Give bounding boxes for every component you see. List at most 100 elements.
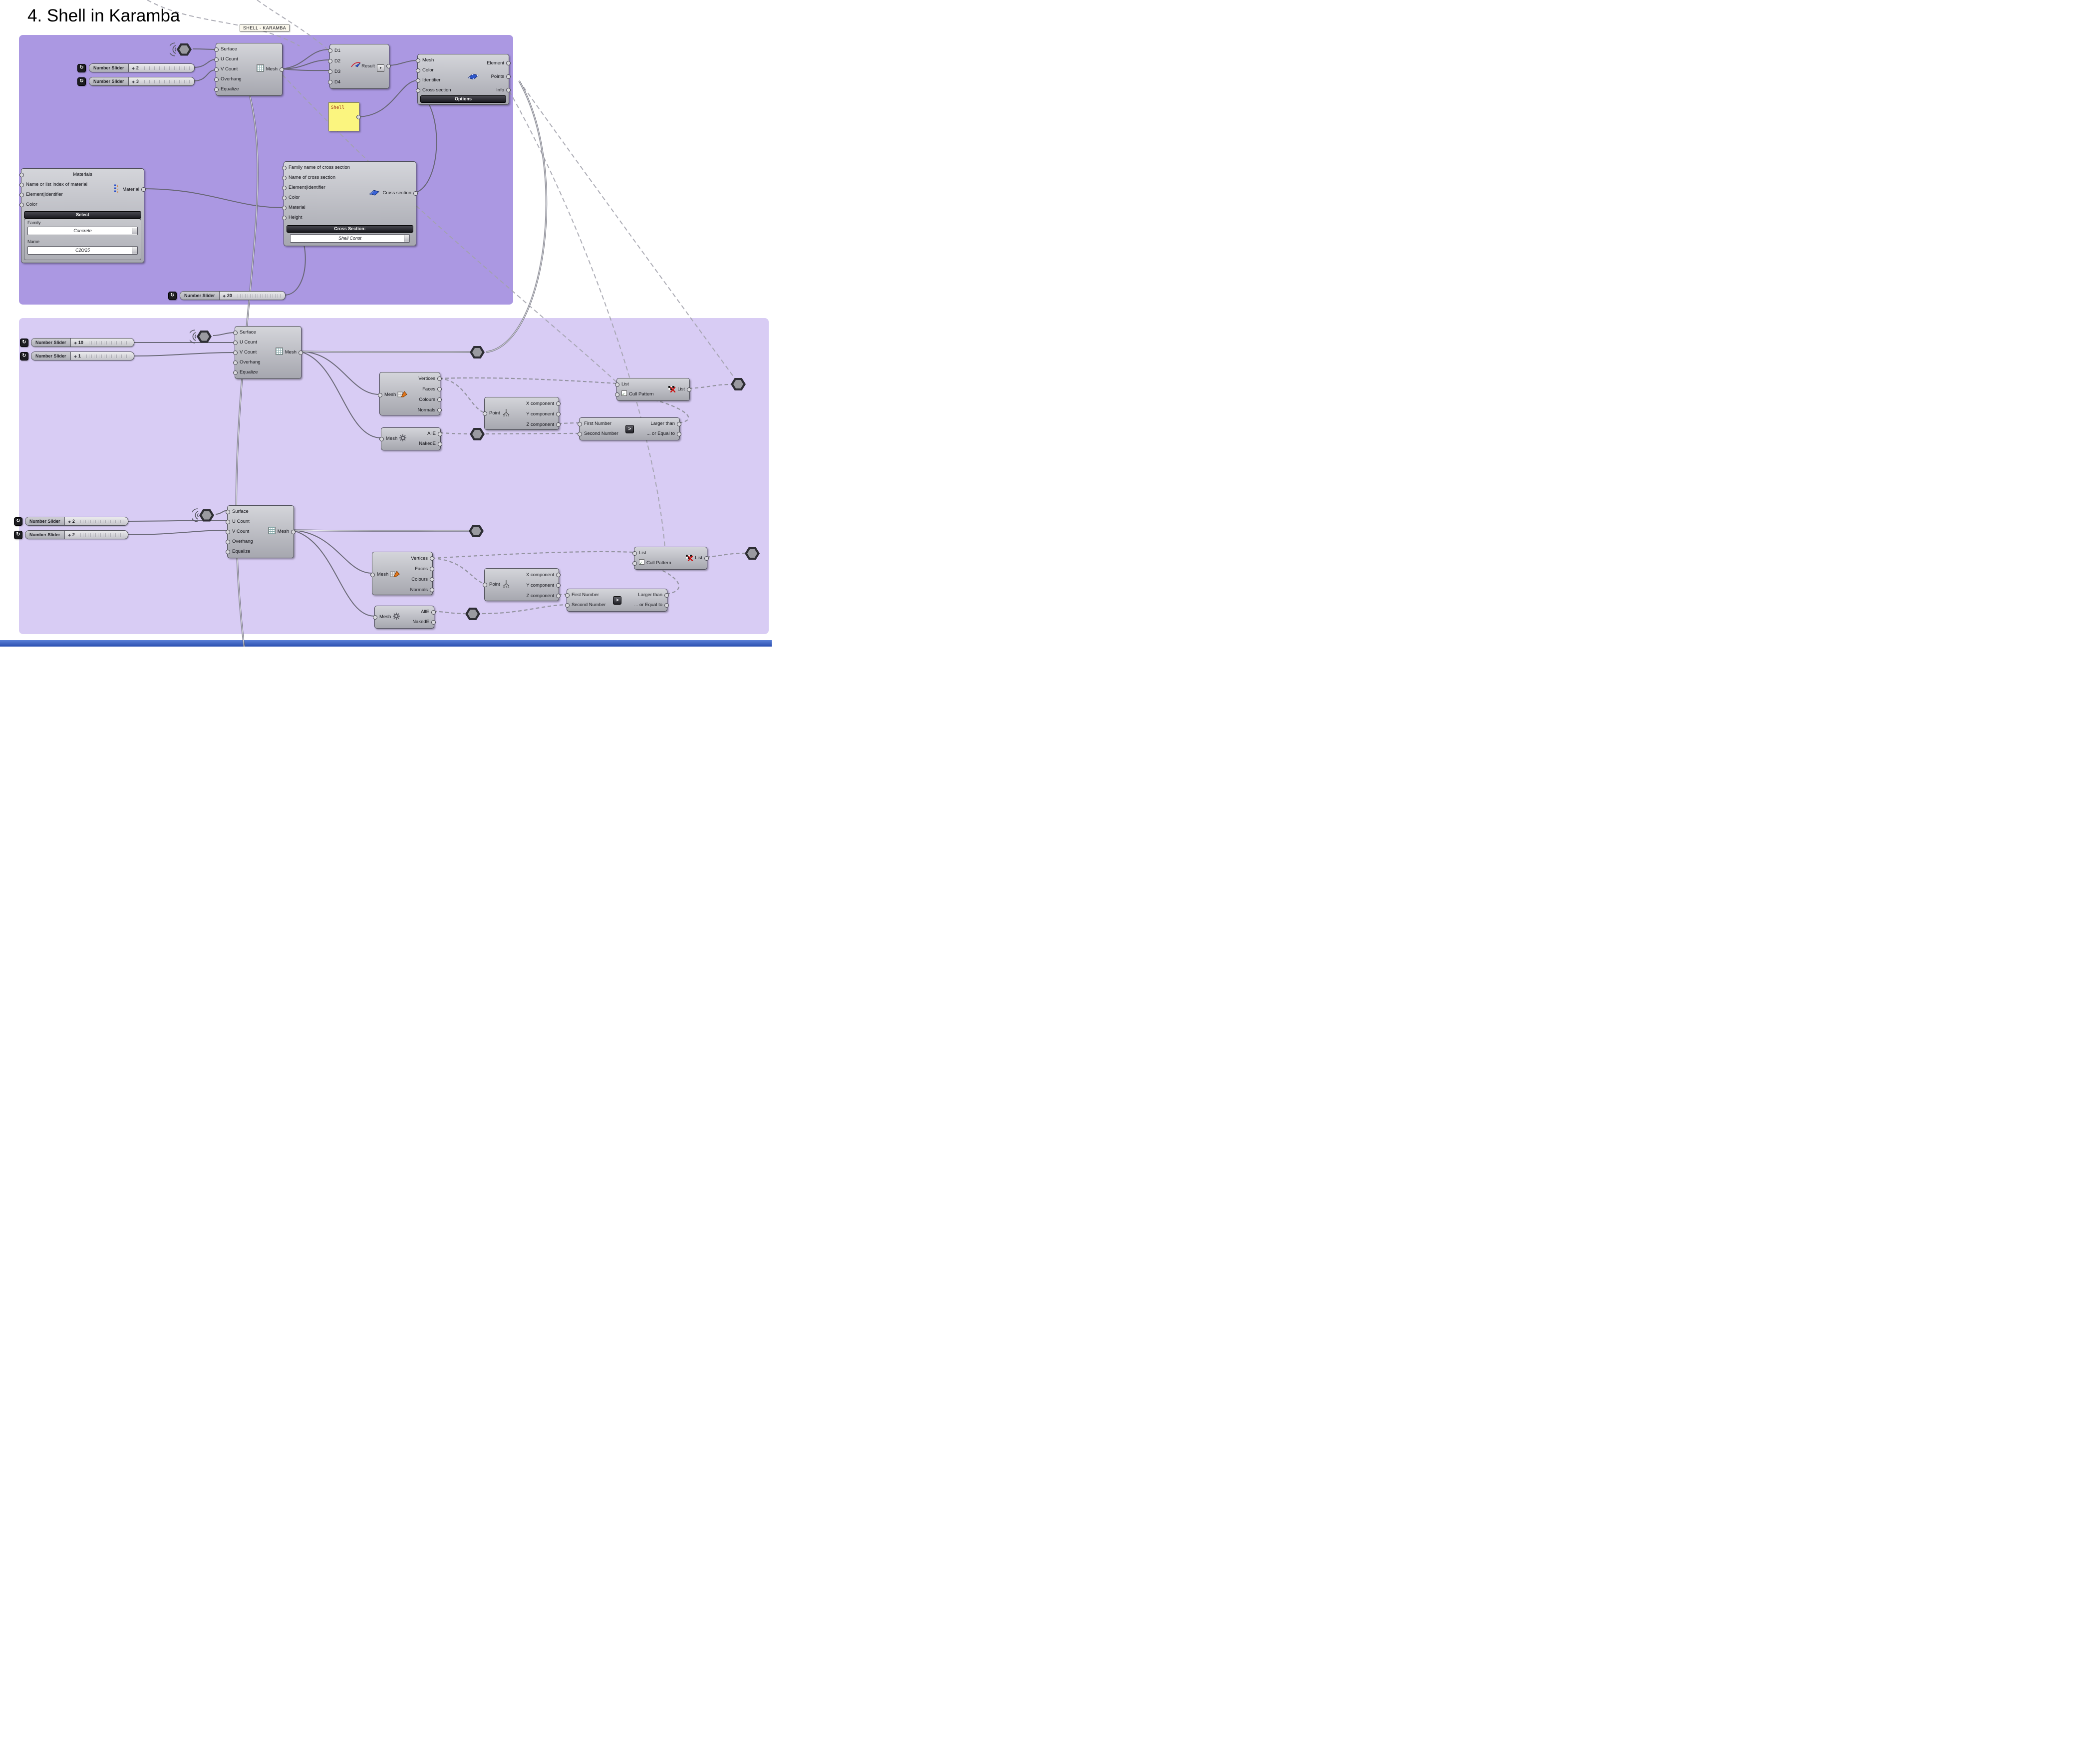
output-x-component[interactable]: X component bbox=[522, 398, 561, 409]
number-slider-ucount-top[interactable]: Number Slider 2 bbox=[89, 63, 195, 72]
input-element-identifier[interactable]: Element|Identifier bbox=[282, 183, 354, 193]
slider-remote-icon[interactable] bbox=[14, 531, 22, 539]
slider-remote-icon[interactable] bbox=[77, 77, 86, 86]
input-identifier[interactable]: Identifier bbox=[416, 75, 456, 85]
input-overhang[interactable]: Overhang bbox=[226, 537, 258, 547]
input-materials[interactable]: Materials bbox=[19, 170, 144, 180]
mesh-surface-component-top[interactable]: Surface U Count V Count Overhang Equaliz… bbox=[214, 43, 285, 96]
input-name-or-index[interactable]: Name or list index of material bbox=[19, 180, 144, 190]
output-all-edges[interactable]: AllE bbox=[416, 607, 436, 617]
slider-track[interactable]: 20 bbox=[220, 292, 285, 300]
input-material[interactable]: Material bbox=[282, 203, 354, 213]
input-element-identifier[interactable]: Element|Identifier bbox=[19, 190, 144, 200]
input-u-count[interactable]: U Count bbox=[233, 338, 265, 348]
input-first-number[interactable]: First Number bbox=[565, 590, 610, 600]
input-d3[interactable]: D3 bbox=[327, 66, 345, 77]
mesh-edges-component-a[interactable]: AllE NakedE Mesh bbox=[379, 427, 442, 450]
output-x-component[interactable]: X component bbox=[522, 570, 561, 580]
output-y-component[interactable]: Y component bbox=[522, 580, 561, 591]
slider-remote-icon[interactable] bbox=[14, 517, 22, 526]
larger-than-component-a[interactable]: First Number Second Number Larger than .… bbox=[578, 417, 681, 440]
output-normals[interactable]: Normals bbox=[413, 405, 442, 415]
output-z-component[interactable]: Z component bbox=[522, 419, 561, 430]
input-d1[interactable]: D1 bbox=[327, 45, 345, 56]
input-name[interactable]: Name of cross section bbox=[282, 173, 354, 183]
slider-remote-icon[interactable] bbox=[168, 292, 177, 300]
options-button[interactable]: Options bbox=[420, 95, 506, 103]
mesh-surface-component-mid[interactable]: Surface U Count V Count Overhang Equaliz… bbox=[233, 326, 303, 379]
output-cross-section[interactable]: Cross section bbox=[363, 188, 418, 198]
input-cull-pattern[interactable]: Cull Pattern bbox=[632, 558, 676, 568]
output-colours[interactable]: Colours bbox=[414, 394, 442, 405]
slider-remote-icon[interactable] bbox=[77, 64, 86, 72]
cross-section-field[interactable]: Shell Const bbox=[290, 234, 410, 243]
input-second-number[interactable]: Second Number bbox=[578, 429, 623, 439]
slider-knob[interactable] bbox=[223, 293, 226, 298]
cross-section-component[interactable]: Family name of cross section Name of cro… bbox=[282, 161, 418, 246]
number-slider-ucount-mid[interactable]: Number Slider 10 bbox=[31, 338, 134, 347]
family-field[interactable]: Concrete bbox=[27, 227, 138, 235]
input-equalize[interactable]: Equalize bbox=[233, 367, 265, 377]
input-mesh[interactable]: Mesh bbox=[370, 570, 406, 580]
slider-track[interactable]: 10 bbox=[71, 339, 134, 347]
output-naked-edges[interactable]: NakedE bbox=[408, 617, 436, 627]
input-d2[interactable]: D2 bbox=[327, 56, 345, 66]
output-mesh[interactable]: Mesh bbox=[252, 64, 285, 74]
output-points[interactable]: Points bbox=[487, 70, 511, 83]
input-cross-section[interactable]: Cross section bbox=[416, 85, 456, 95]
select-button[interactable]: Select bbox=[24, 211, 141, 219]
output-element[interactable]: Element bbox=[482, 56, 511, 70]
deconstruct-mesh-component-b[interactable]: Vertices Faces Colours Normals Mesh bbox=[370, 552, 435, 595]
output-mesh[interactable]: Mesh bbox=[271, 348, 303, 357]
geometry-param-b1[interactable] bbox=[469, 525, 484, 537]
output-vertices[interactable]: Vertices bbox=[406, 553, 434, 564]
output-naked-edges[interactable]: NakedE bbox=[414, 439, 442, 449]
output-or-equal-to[interactable]: ... or Equal to bbox=[629, 600, 669, 610]
geometry-param-bot[interactable] bbox=[192, 508, 214, 522]
input-surface[interactable]: Surface bbox=[233, 328, 265, 338]
input-family-name[interactable]: Family name of cross section bbox=[282, 163, 354, 173]
cull-pattern-component-a[interactable]: List Cull Pattern List bbox=[615, 378, 691, 401]
input-color[interactable]: Color bbox=[19, 200, 144, 210]
input-overhang[interactable]: Overhang bbox=[214, 74, 246, 84]
number-slider-vcount-top[interactable]: Number Slider 3 bbox=[89, 77, 195, 86]
slider-knob[interactable] bbox=[74, 340, 77, 345]
input-mesh[interactable]: Mesh bbox=[416, 55, 456, 65]
output-y-component[interactable]: Y component bbox=[522, 409, 561, 419]
mesh-surface-component-bot[interactable]: Surface U Count V Count Overhang Equaliz… bbox=[226, 505, 296, 558]
text-panel-shell[interactable]: Shell bbox=[328, 102, 361, 131]
input-height[interactable]: Height bbox=[282, 213, 354, 223]
slider-track[interactable]: 3 bbox=[129, 77, 194, 85]
slider-knob[interactable] bbox=[68, 532, 71, 537]
merge-component[interactable]: D1 D2 D3 D4 Result bbox=[327, 44, 391, 89]
input-d4[interactable]: D4 bbox=[327, 77, 345, 87]
number-slider-height[interactable]: Number Slider 20 bbox=[180, 291, 286, 300]
deconstruct-point-component-b[interactable]: X component Y component Z component Poin… bbox=[483, 568, 561, 601]
geometry-param-a1[interactable] bbox=[470, 346, 485, 358]
slider-remote-icon[interactable] bbox=[20, 339, 28, 347]
geometry-param-b2[interactable] bbox=[465, 608, 480, 620]
input-u-count[interactable]: U Count bbox=[226, 517, 258, 527]
slider-remote-icon[interactable] bbox=[20, 352, 28, 360]
input-list[interactable]: List bbox=[615, 379, 658, 389]
output-faces[interactable]: Faces bbox=[418, 384, 442, 394]
output-mesh[interactable]: Mesh bbox=[264, 527, 296, 537]
output-all-edges[interactable]: AllE bbox=[423, 429, 442, 439]
input-list[interactable]: List bbox=[632, 548, 676, 558]
output-or-equal-to[interactable]: ... or Equal to bbox=[642, 429, 681, 439]
input-surface[interactable]: Surface bbox=[214, 44, 246, 54]
geometry-param-b3[interactable] bbox=[745, 547, 760, 560]
slider-track[interactable]: 2 bbox=[65, 517, 128, 525]
input-mesh[interactable]: Mesh bbox=[379, 434, 413, 444]
geometry-param-a3[interactable] bbox=[731, 378, 746, 390]
mesh-to-shell-component[interactable]: Mesh Color Identifier Cross section Elem… bbox=[416, 54, 511, 105]
larger-than-component-b[interactable]: First Number Second Number Larger than .… bbox=[565, 589, 669, 612]
input-mesh[interactable]: Mesh bbox=[377, 390, 413, 400]
number-slider-vcount-mid[interactable]: Number Slider 1 bbox=[31, 351, 134, 360]
output-info[interactable]: Info bbox=[492, 83, 511, 97]
number-slider-ucount-bot[interactable]: Number Slider 2 bbox=[25, 517, 128, 526]
output-result[interactable]: Result bbox=[357, 61, 391, 72]
